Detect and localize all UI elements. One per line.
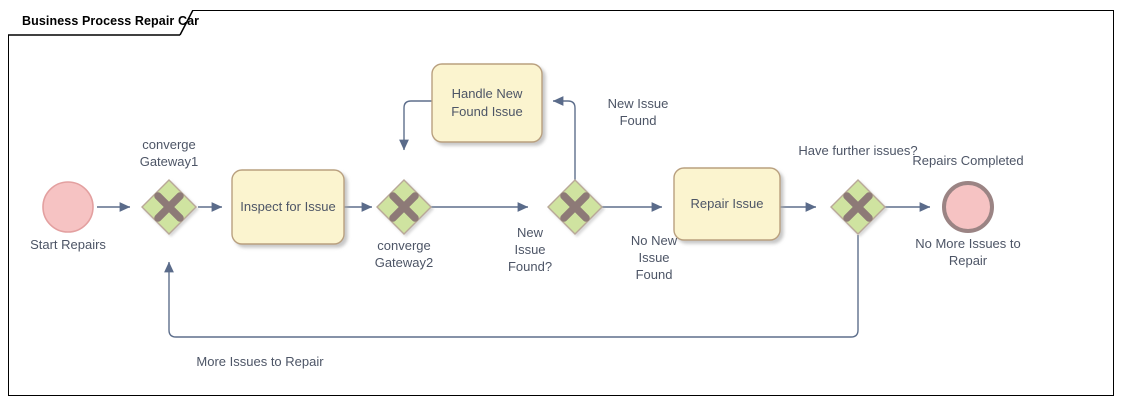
flow-gateway3-new-issue-found [552, 96, 576, 180]
gateway3-label: New Issue Found? [507, 225, 553, 274]
end-event-label: Repairs Completed [912, 153, 1024, 168]
gateway1-label: converge Gateway1 [139, 137, 199, 169]
gateway-new-issue-found[interactable] [547, 179, 603, 235]
task-repair-issue[interactable] [673, 167, 781, 241]
task-inspect-label: Inspect for Issue [240, 199, 336, 214]
flow-label-no-more-issues: No More Issues to Repair [915, 236, 1021, 268]
gateway-x-icon [560, 192, 590, 222]
gateway-converge-gateway1[interactable] [141, 179, 197, 235]
gateway-converge-gateway2[interactable] [376, 179, 432, 235]
flow-more-issues-to-repair [164, 235, 859, 338]
gateway-have-further-issues[interactable] [830, 179, 886, 235]
gateway-x-icon [154, 192, 184, 222]
gateway-x-icon [843, 192, 873, 222]
flow-label-more-issues-to-repair: More Issues to Repair [196, 354, 324, 369]
gateway-x-icon [389, 192, 419, 222]
task-handle-label: Handle New Found Issue [451, 86, 523, 119]
flow-label-no-new-issue-found: No New Issue Found [630, 233, 678, 282]
task-handle-new-found-issue[interactable] [431, 63, 543, 143]
sequence-flows [97, 96, 931, 338]
flow-handle-to-gateway2 [399, 100, 432, 151]
gateway2-label: converge Gateway2 [374, 238, 434, 270]
page-title: Business Process Repair Car [22, 14, 200, 28]
task-repair-label: Repair Issue [690, 196, 764, 211]
end-event-repairs-completed[interactable] [942, 181, 994, 233]
flow-label-new-issue-found: New Issue Found [607, 96, 669, 128]
start-event-start-repairs[interactable] [42, 181, 94, 233]
start-event-label: Start Repairs [30, 237, 106, 252]
gateway4-label: Have further issues? [798, 143, 918, 158]
task-inspect-for-issue[interactable] [231, 169, 345, 245]
